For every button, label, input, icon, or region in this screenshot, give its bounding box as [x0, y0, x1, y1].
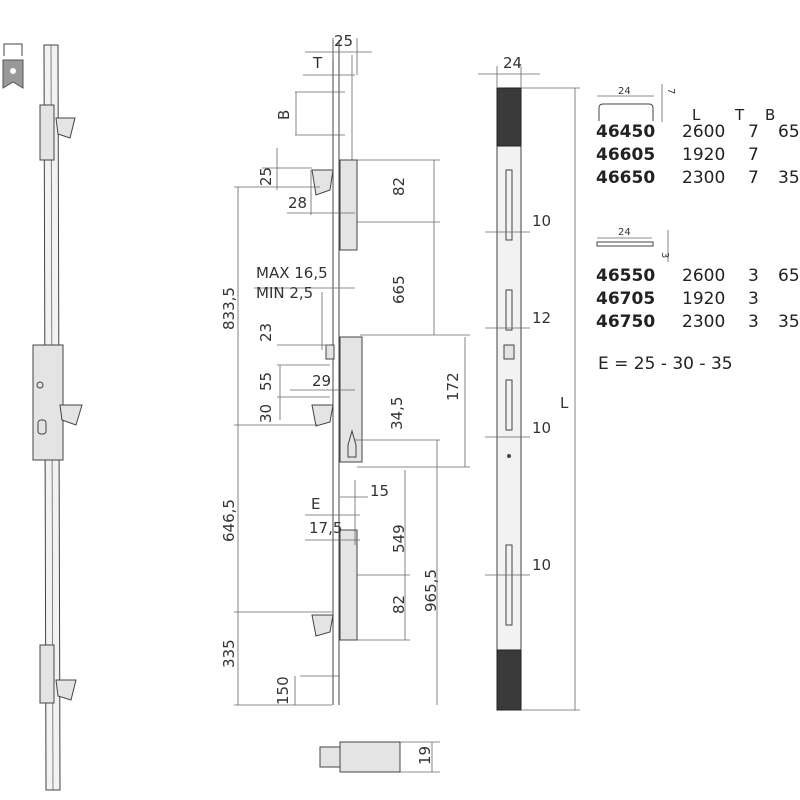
length: 2600 [682, 121, 726, 142]
dim-150: 150 [274, 676, 292, 705]
dim-17-5: 17,5 [309, 519, 342, 537]
dim-max: MAX 16,5 [256, 264, 328, 282]
u-profile-rows: 46450 2600 7 650 46605 1920 7 46650 2300 7 350 [596, 120, 800, 189]
table-row: 46550 2600 3 650 [596, 264, 800, 287]
profile-gap-1: 10 [532, 212, 551, 230]
length: 2600 [682, 265, 726, 286]
dim-t: T [312, 54, 323, 72]
dim-965-5: 965,5 [422, 569, 440, 612]
dim-min: MIN 2,5 [256, 284, 313, 302]
header-t: T [735, 106, 745, 124]
table-row: 46450 2600 7 650 [596, 120, 800, 143]
dim-bolt-25: 25 [257, 167, 275, 186]
article-code: 46750 [596, 311, 656, 332]
dim-29: 29 [312, 372, 331, 390]
article-code: 46650 [596, 167, 656, 188]
lock-side-view: 25 T B 25 28 82 665 MAX 16,5 MIN 2,5 833… [220, 32, 470, 773]
b-value: 650 [778, 265, 800, 286]
lock-perspective-view [32, 44, 83, 791]
dim-15: 15 [370, 482, 389, 500]
dim-e: E [311, 495, 320, 513]
thickness: 7 [748, 144, 759, 165]
u-profile-width: 24 [618, 86, 631, 97]
flat-profile-height: 3 [659, 252, 670, 258]
table-row: 46705 1920 3 [596, 287, 800, 310]
article-code: 46605 [596, 144, 656, 165]
thickness: 3 [748, 288, 759, 309]
dim-30: 30 [257, 404, 275, 423]
thickness: 7 [748, 121, 759, 142]
dim-19: 19 [416, 746, 434, 765]
dim-549: 549 [390, 524, 408, 553]
dim-833: 833,5 [220, 287, 238, 330]
article-table: 46450 2600 7 650 46605 1920 7 46650 2300 7 350 4… [596, 120, 800, 333]
table-row: 46650 2300 7 350 [596, 166, 800, 189]
flat-profile-section-icon: 24 3 [596, 227, 670, 262]
table-row: 46750 2300 3 350 [596, 310, 800, 333]
length: 2300 [682, 167, 726, 188]
header-l: L [692, 106, 701, 124]
profile-section-icon [2, 43, 24, 89]
profile-gap-2: 12 [532, 309, 551, 327]
dim-bolt-28: 28 [288, 194, 307, 212]
article-code: 46705 [596, 288, 656, 309]
flat-profile-rows: 46550 2600 3 650 46705 1920 3 46750 2300 3 350 [596, 264, 800, 333]
dim-335: 335 [220, 639, 238, 668]
thickness: 7 [748, 167, 759, 188]
profile-length: L [560, 394, 569, 412]
dim-82-top: 82 [390, 177, 408, 196]
article-code: 46550 [596, 265, 656, 286]
header-b: B [765, 106, 776, 124]
u-profile-section-icon: 24 7 [597, 84, 676, 122]
profile-front-view: 24 10 12 10 10 L [478, 54, 580, 711]
dim-82-bottom: 82 [390, 595, 408, 614]
dim-34-5: 34,5 [388, 397, 406, 430]
b-value: 350 [778, 311, 800, 332]
b-value: 350 [778, 167, 800, 188]
profile-gap-4: 10 [532, 556, 551, 574]
b-value: 650 [778, 121, 800, 142]
dim-top-width: 25 [334, 32, 353, 50]
length: 2300 [682, 311, 726, 332]
table-row: 46605 1920 7 [596, 143, 800, 166]
length: 1920 [682, 288, 726, 309]
thickness: 3 [748, 265, 759, 286]
profile-gap-3: 10 [532, 419, 551, 437]
article-code: 46450 [596, 121, 656, 142]
dim-23: 23 [257, 323, 275, 342]
dim-172: 172 [444, 372, 462, 401]
dim-55: 55 [257, 372, 275, 391]
dim-b: B [275, 110, 293, 120]
dim-665: 665 [390, 275, 408, 304]
length: 1920 [682, 144, 726, 165]
flat-profile-width: 24 [618, 227, 631, 238]
profile-width: 24 [503, 54, 522, 72]
thickness: 3 [748, 311, 759, 332]
u-profile-height: 7 [665, 88, 676, 94]
dim-646-5: 646,5 [220, 499, 238, 542]
e-formula: E = 25 - 30 - 35 [598, 354, 733, 374]
